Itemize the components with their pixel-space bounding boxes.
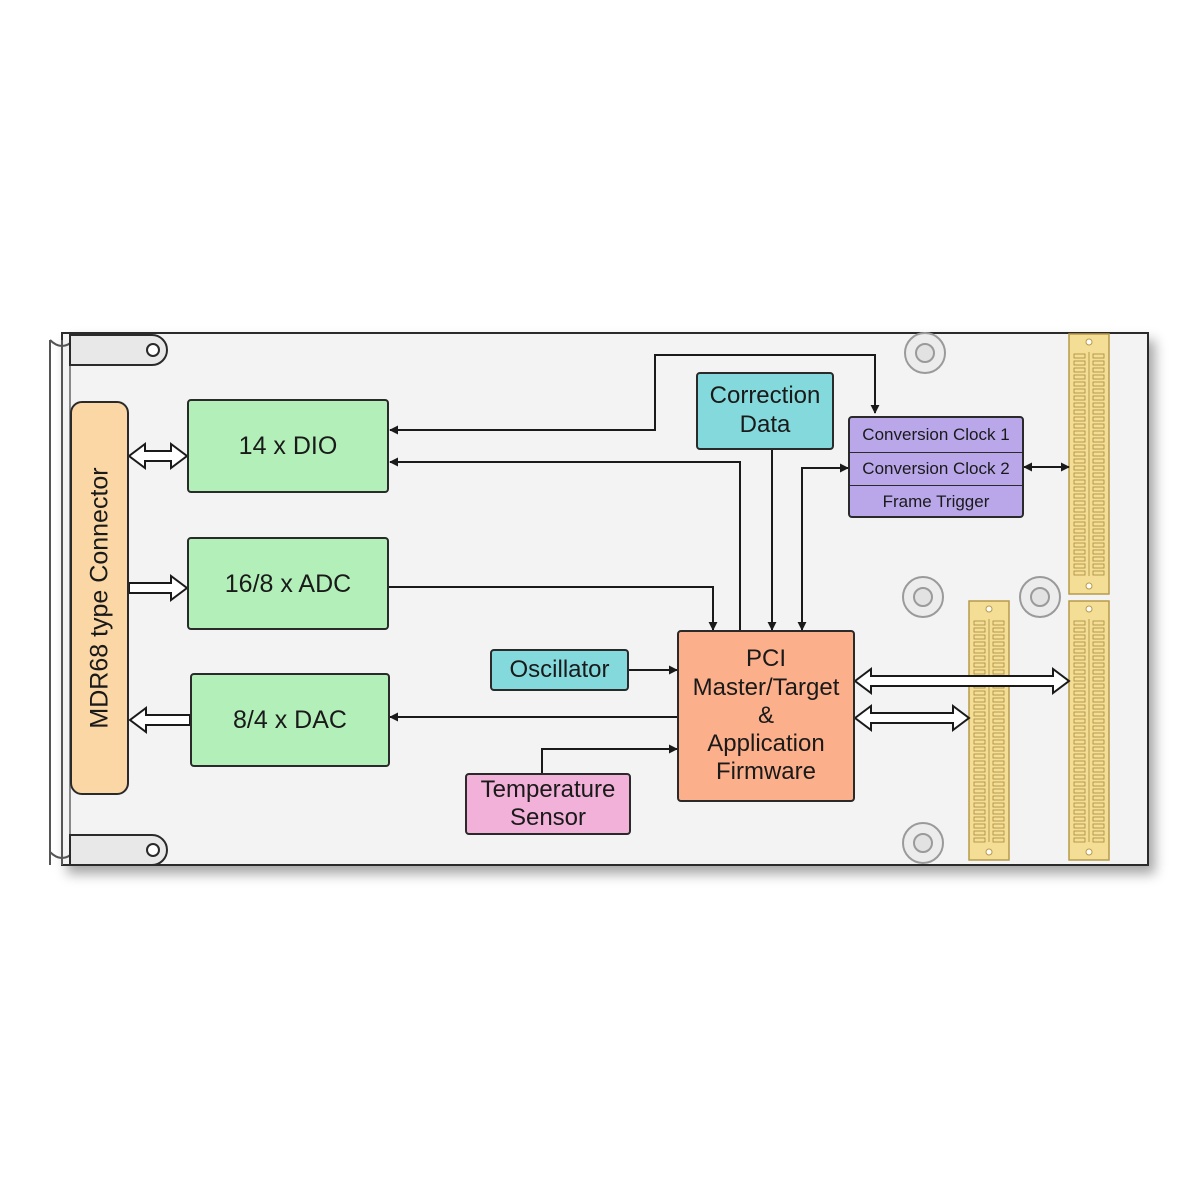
pin-header-middle — [968, 600, 1010, 861]
front-panel — [49, 334, 168, 866]
dio-label: 14 x DIO — [238, 432, 338, 460]
arrow-pci-clock2 — [797, 463, 849, 631]
bus-pci-header — [853, 704, 971, 732]
correction-data-block: Correction Data — [696, 372, 834, 450]
conversion-clock-1: Conversion Clock 1 — [850, 418, 1022, 453]
pci-firmware-block: PCI Master/Target & Application Firmware — [677, 630, 855, 802]
oscillator-label: Oscillator — [509, 655, 610, 683]
connector-label: MDR68 type Connector — [85, 467, 113, 729]
dio-block: 14 x DIO — [187, 399, 389, 493]
dac-block: 8/4 x DAC — [190, 673, 390, 767]
temperature-sensor-label: Temperature Sensor — [480, 776, 616, 831]
bus-connector-adc — [128, 574, 189, 602]
frame-trigger: Frame Trigger — [850, 485, 1022, 518]
arrow-temperature-to-pci — [541, 744, 678, 773]
oscillator-block: Oscillator — [490, 649, 629, 691]
arrow-clock1-to-dio — [389, 354, 880, 435]
dac-label: 8/4 x DAC — [233, 706, 347, 734]
pin-header-bottom-right — [1068, 600, 1110, 861]
mounting-holes — [902, 332, 1061, 864]
arrow-pci-to-dio — [389, 457, 741, 630]
bus-dac-connector — [128, 706, 191, 734]
conversion-clock-2-label: Conversion Clock 2 — [862, 458, 1010, 478]
frame-trigger-label: Frame Trigger — [882, 491, 990, 511]
mdr68-connector: MDR68 type Connector — [70, 401, 129, 795]
conversion-clock-1-label: Conversion Clock 1 — [862, 425, 1010, 444]
bus-arrows — [127, 442, 1071, 734]
correction-data-label: Correction Data — [709, 382, 821, 438]
adc-label: 16/8 x ADC — [224, 569, 352, 598]
conversion-clock-2: Conversion Clock 2 — [850, 452, 1022, 486]
pci-firmware-label: PCI Master/Target & Application Firmware — [692, 645, 840, 786]
clock-group: Conversion Clock 1 Conversion Clock 2 Fr… — [848, 416, 1024, 518]
arrow-adc-to-pci — [388, 586, 718, 631]
adc-block: 16/8 x ADC — [187, 537, 389, 630]
temperature-sensor-block: Temperature Sensor — [465, 773, 631, 835]
pin-header-top — [1068, 333, 1110, 595]
bus-pci-rear-io — [853, 667, 1071, 695]
signal-lines — [388, 354, 1070, 773]
